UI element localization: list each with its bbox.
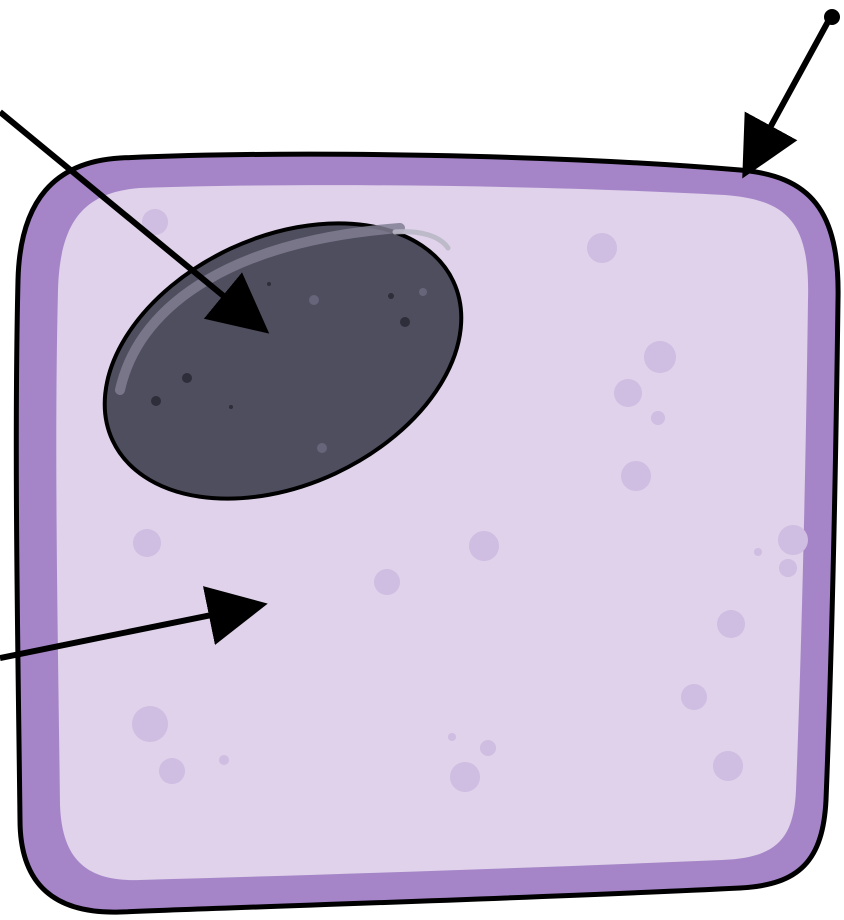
arrow-to-cell-wall [748,18,830,168]
arrow-start-dot [824,9,840,25]
